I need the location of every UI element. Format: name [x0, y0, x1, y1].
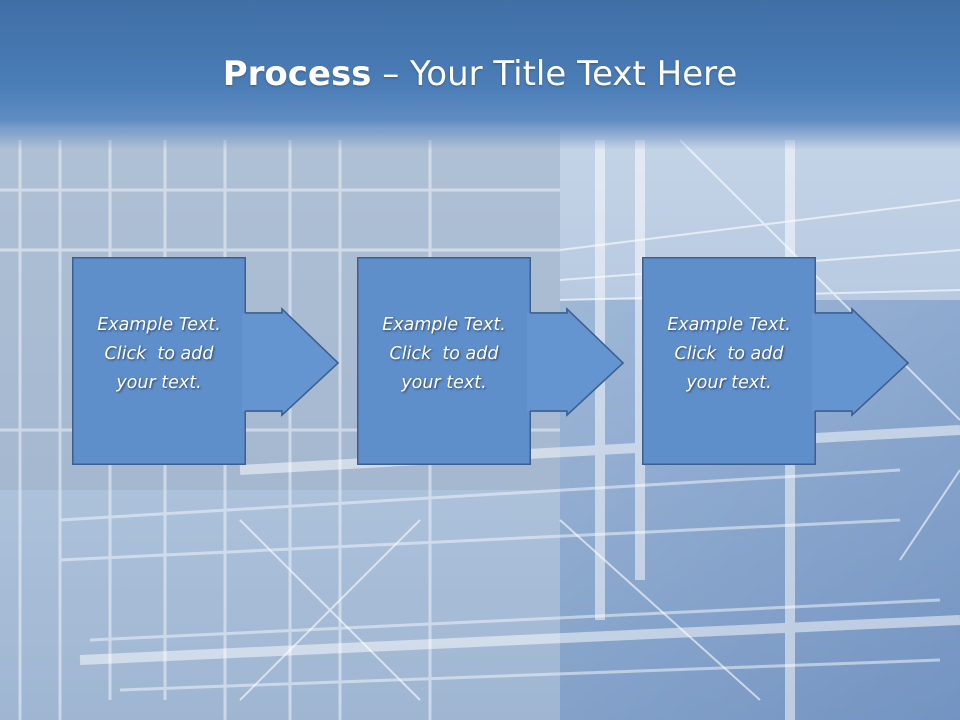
title-rest-text: – Your Title Text Here	[371, 54, 738, 94]
step-text[interactable]: Example Text. Click to add your text.	[72, 311, 246, 398]
step-line: Click to add	[674, 344, 784, 364]
process-step-2[interactable]: Example Text. Click to add your text.	[357, 257, 625, 465]
step-text[interactable]: Example Text. Click to add your text.	[357, 311, 531, 398]
slide-title[interactable]: Process – Your Title Text Here	[0, 52, 960, 96]
step-line: Example Text.	[382, 315, 506, 335]
step-line: Example Text.	[97, 315, 221, 335]
step-line: your text.	[116, 373, 202, 393]
arrow-right-icon	[357, 257, 625, 465]
step-line: your text.	[686, 373, 772, 393]
title-bar	[0, 0, 960, 150]
arrow-right-icon	[642, 257, 910, 465]
step-line: Example Text.	[667, 315, 791, 335]
step-line: Click to add	[389, 344, 499, 364]
step-line: your text.	[401, 373, 487, 393]
process-step-1[interactable]: Example Text. Click to add your text.	[72, 257, 340, 465]
process-step-3[interactable]: Example Text. Click to add your text.	[642, 257, 910, 465]
arrow-right-icon	[72, 257, 340, 465]
step-text[interactable]: Example Text. Click to add your text.	[642, 311, 816, 398]
step-line: Click to add	[104, 344, 214, 364]
title-bold-text: Process	[222, 54, 372, 94]
